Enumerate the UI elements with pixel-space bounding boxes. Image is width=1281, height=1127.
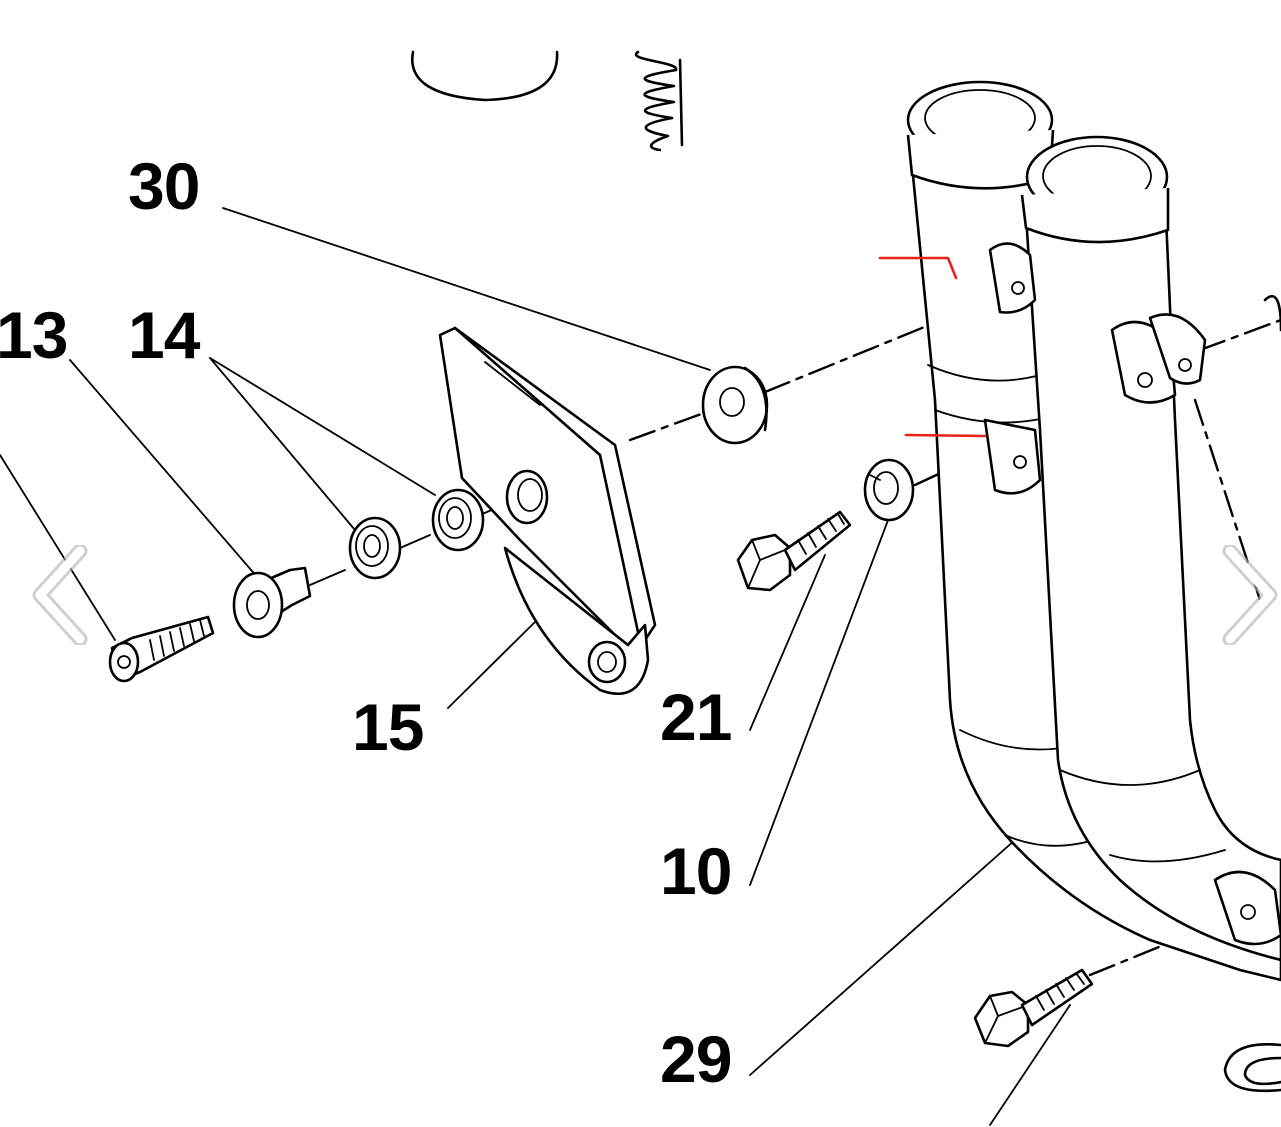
- washer-14a: [348, 516, 402, 580]
- previous-image-button[interactable]: [28, 545, 98, 645]
- callout-14: 14: [128, 298, 200, 372]
- hex-bolt-21: [736, 510, 852, 592]
- washer-30: [701, 365, 769, 445]
- chevron-right-icon: [1222, 545, 1278, 645]
- callout-21: 21: [660, 680, 732, 754]
- callout-15: 15: [352, 690, 424, 764]
- hex-bolt-lower: [973, 968, 1094, 1048]
- washer-14b: [431, 488, 485, 552]
- callout-30: 30: [128, 149, 200, 223]
- chevron-left-icon: [32, 545, 88, 645]
- collar-bush-13: [232, 566, 312, 639]
- callout-13: 13: [0, 298, 68, 372]
- bracket-plate-15: [438, 326, 657, 696]
- top-spring-part: [634, 50, 684, 152]
- exhaust-pipe-29: [906, 80, 1281, 982]
- leader-lines: [0, 207, 1071, 1126]
- screw-13: [108, 615, 215, 683]
- next-image-button[interactable]: [1212, 545, 1281, 645]
- callout-29: 29: [660, 1022, 732, 1096]
- spring-partial-lower: [1223, 1043, 1281, 1093]
- annotation-marks: [878, 256, 987, 438]
- top-cylinder-part: [410, 50, 559, 102]
- lock-washer-10: [863, 458, 915, 522]
- callout-10: 10: [660, 834, 732, 908]
